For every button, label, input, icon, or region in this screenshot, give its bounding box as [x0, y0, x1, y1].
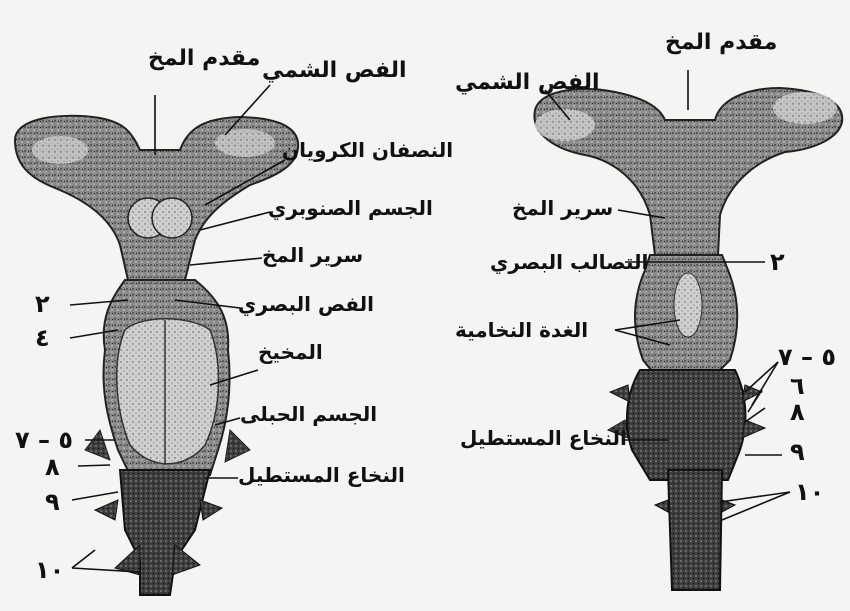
left-number-10: ١٠	[35, 558, 64, 582]
right-number-10: ١٠	[795, 480, 824, 504]
right-pituitary-gland	[674, 273, 702, 337]
right-label-olfactory-lobe: الفص الشمي	[455, 72, 600, 94]
right-number-9: ٩	[790, 440, 805, 464]
left-label-hemispheres: النصفان الكرويان	[282, 140, 453, 160]
right-number-8: ٨	[790, 400, 805, 424]
right-label-forebrain: مقدم المخ	[665, 32, 777, 54]
left-label-cerebellum: المخيخ	[258, 342, 323, 362]
right-label-optic-chiasma: التصالب البصري	[490, 252, 648, 272]
left-label-forebrain: مقدم المخ	[148, 48, 260, 70]
left-olfactory-lobe-right	[215, 129, 275, 157]
left-hemisphere-2	[152, 198, 192, 238]
left-number-4: ٤	[35, 326, 50, 350]
left-number-8: ٨	[45, 455, 60, 479]
left-olfactory-lobe-left	[32, 136, 88, 164]
left-label-medulla: النخاع المستطيل	[238, 465, 405, 485]
right-hindbrain-shape	[627, 370, 745, 480]
left-medulla-shape	[120, 470, 210, 595]
left-brain-drawing	[15, 116, 298, 595]
right-label-medulla: النخاع المستطيل	[460, 428, 627, 448]
right-medulla-shape	[668, 470, 722, 590]
left-number-9: ٩	[45, 490, 60, 514]
left-number-2: ٢	[35, 292, 50, 316]
right-label-thalamus: سرير المخ	[512, 198, 613, 218]
right-number-6: ٦	[790, 374, 805, 398]
left-label-corpus-restiforme: الجسم الحبلى	[240, 404, 377, 424]
left-label-optic-lobe: الفص البصري	[238, 294, 374, 314]
right-olfactory-lobe-right	[773, 92, 837, 124]
left-cerebellum-shape	[117, 319, 219, 464]
left-label-olfactory-lobe: الفص الشمي	[262, 60, 407, 82]
left-number-5-7: ٥ – ٧	[15, 428, 73, 452]
right-number-5-7: ٥ – ٧	[778, 345, 836, 369]
right-number-2: ٢	[770, 250, 785, 274]
left-label-thalamus: سرير المخ	[262, 245, 363, 265]
left-label-pineal-body: الجسم الصنوبري	[268, 198, 433, 218]
right-label-pituitary: الغدة النخامية	[455, 320, 588, 340]
